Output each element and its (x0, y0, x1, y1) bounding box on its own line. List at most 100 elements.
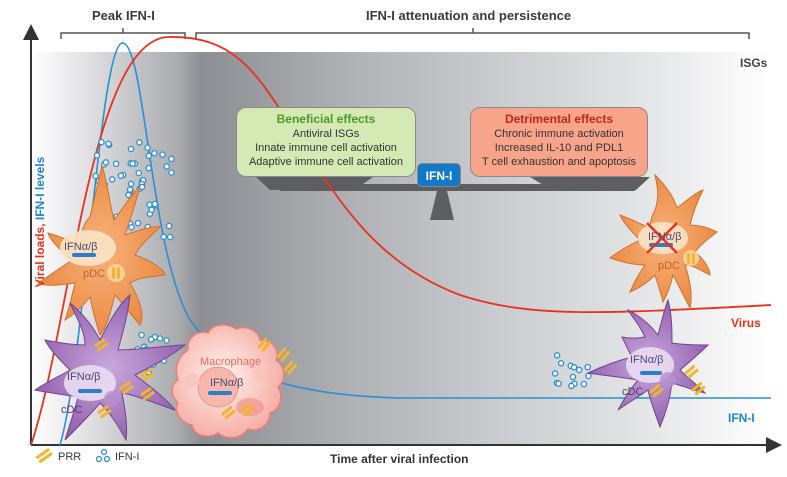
isgs-label: ISGs (740, 56, 768, 70)
ifn-particle (553, 352, 561, 359)
ifn-particle (585, 372, 592, 380)
ifn-particle (146, 201, 153, 208)
ifn-particle (127, 180, 135, 188)
prr-receptor-icon (140, 368, 155, 382)
ifn-particle (151, 149, 158, 157)
ifn-particle (165, 222, 173, 230)
detrimental-item: Chronic immune activation (494, 128, 624, 140)
prr-receptor-icon (649, 384, 664, 398)
ifn-particle (145, 164, 152, 172)
cdc-late-gene-label: IFNα/β (630, 354, 664, 366)
cdc-late-cell (586, 298, 710, 429)
ifn-particle (570, 364, 578, 371)
x-axis-label: Time after viral infection (330, 452, 469, 466)
y-label-ifn: IFN-I levels (33, 156, 47, 221)
ifn-legend-icon (95, 448, 111, 463)
peak-phase-bracket (60, 28, 186, 39)
peak-phase-label: Peak IFN-I (92, 8, 155, 23)
prr-legend-icon (35, 448, 53, 463)
macrophage-gene-label: IFNα/β (210, 377, 244, 389)
prr-receptor-icon (119, 381, 134, 395)
ifn-particle (126, 186, 134, 193)
detrimental-item: Increased IL-10 and PDL1 (494, 142, 624, 154)
ifn-particle (117, 172, 125, 179)
ifn-particle (105, 140, 112, 147)
ifn-particle (127, 145, 135, 153)
prr-legend-label: PRR (58, 451, 82, 463)
ifn-particle (555, 380, 562, 387)
cdc-early-gene-label: IFNα/β (67, 371, 101, 383)
nucleus (197, 366, 239, 408)
ifn-particle (102, 159, 110, 166)
ifn-particle (163, 163, 170, 170)
ifn-particle (145, 152, 153, 160)
ifn-particle (108, 176, 116, 183)
ifn-particle (163, 337, 170, 344)
ifn-particle (125, 191, 132, 199)
ifn-curve-label: IFN-I (728, 411, 755, 425)
ifn-particle (148, 206, 155, 214)
pdc-early-type-label: pDC (83, 268, 106, 280)
pdc-late-type-label: pDC (658, 260, 681, 272)
prr-receptor-icon (684, 365, 699, 379)
pdc-early-gene-label: IFNα/β (64, 241, 98, 253)
ifn-particle (580, 380, 588, 388)
macrophage-type-label: Macrophage (200, 356, 262, 368)
ifn-particle (147, 336, 155, 343)
cdc-early-cell (33, 293, 187, 442)
ifn-particle (575, 366, 583, 374)
ifn-particle (135, 169, 143, 177)
prr-receptors (94, 337, 706, 420)
y-axis-label: Viral loads, IFN-I levels (33, 122, 47, 322)
prr-receptor-icon (691, 382, 706, 396)
inhibition-x-icon (646, 222, 678, 254)
ifn-particle (159, 151, 166, 158)
prr-receptor-icon (94, 338, 109, 352)
balance-scale (256, 177, 650, 220)
ifn-particle (151, 200, 159, 208)
cdc-late-type-label: cDC (622, 386, 644, 398)
prr-receptor-icon (257, 337, 271, 352)
beneficial-item: Innate immune cell activation (255, 142, 397, 154)
ifn-particle (168, 169, 175, 176)
nucleus (64, 365, 116, 401)
pdc-late-cell (608, 173, 718, 310)
macrophage-cell (171, 324, 285, 439)
prr-receptor-icon (221, 406, 236, 420)
beneficial-effects-box: Beneficial effects Antiviral ISGs Innate… (236, 107, 416, 177)
ifn-particle (136, 139, 143, 146)
prr-receptor-icon (240, 403, 255, 417)
ifn-gene-icon (208, 391, 232, 395)
detrimental-title: Detrimental effects (504, 112, 614, 126)
cdc-early-type-label: cDC (61, 404, 83, 416)
ifn-particle (166, 233, 174, 241)
ifn-particle (93, 152, 101, 159)
ifn-particle (129, 160, 136, 167)
ifn-gene-icon (72, 253, 96, 257)
prr-receptor-icon (276, 347, 290, 362)
detrimental-effects-box: Detrimental effects Chronic immune activ… (470, 107, 648, 177)
pdc-early-cell (37, 164, 166, 337)
ifn-balance-fulcrum-label: IFN-I (417, 163, 461, 187)
prr-receptor-icon (140, 387, 155, 401)
detrimental-item: T cell exhaustion and apoptosis (482, 156, 636, 168)
ifn-gene-icon (78, 389, 102, 393)
y-label-viral: Viral loads, (33, 223, 47, 288)
prr-receptor-icon (283, 360, 297, 375)
ifn-particle (92, 172, 99, 180)
prr-receptor-icon (97, 405, 112, 419)
ifn-particle (557, 360, 565, 367)
ifn-particle (138, 331, 145, 339)
virus-curve-label: Virus (731, 316, 761, 330)
ifn-particle (168, 155, 175, 163)
nucleus (626, 347, 674, 383)
ifn-gene-icon (640, 371, 662, 375)
ifn-particle (134, 219, 142, 227)
ifn-particle (551, 370, 559, 377)
ifn-legend-label: IFN-I (115, 451, 140, 463)
ifn-particle (584, 363, 591, 371)
beneficial-title: Beneficial effects (276, 112, 376, 126)
ifn-particle (112, 160, 120, 167)
ifn-particle (568, 382, 575, 390)
